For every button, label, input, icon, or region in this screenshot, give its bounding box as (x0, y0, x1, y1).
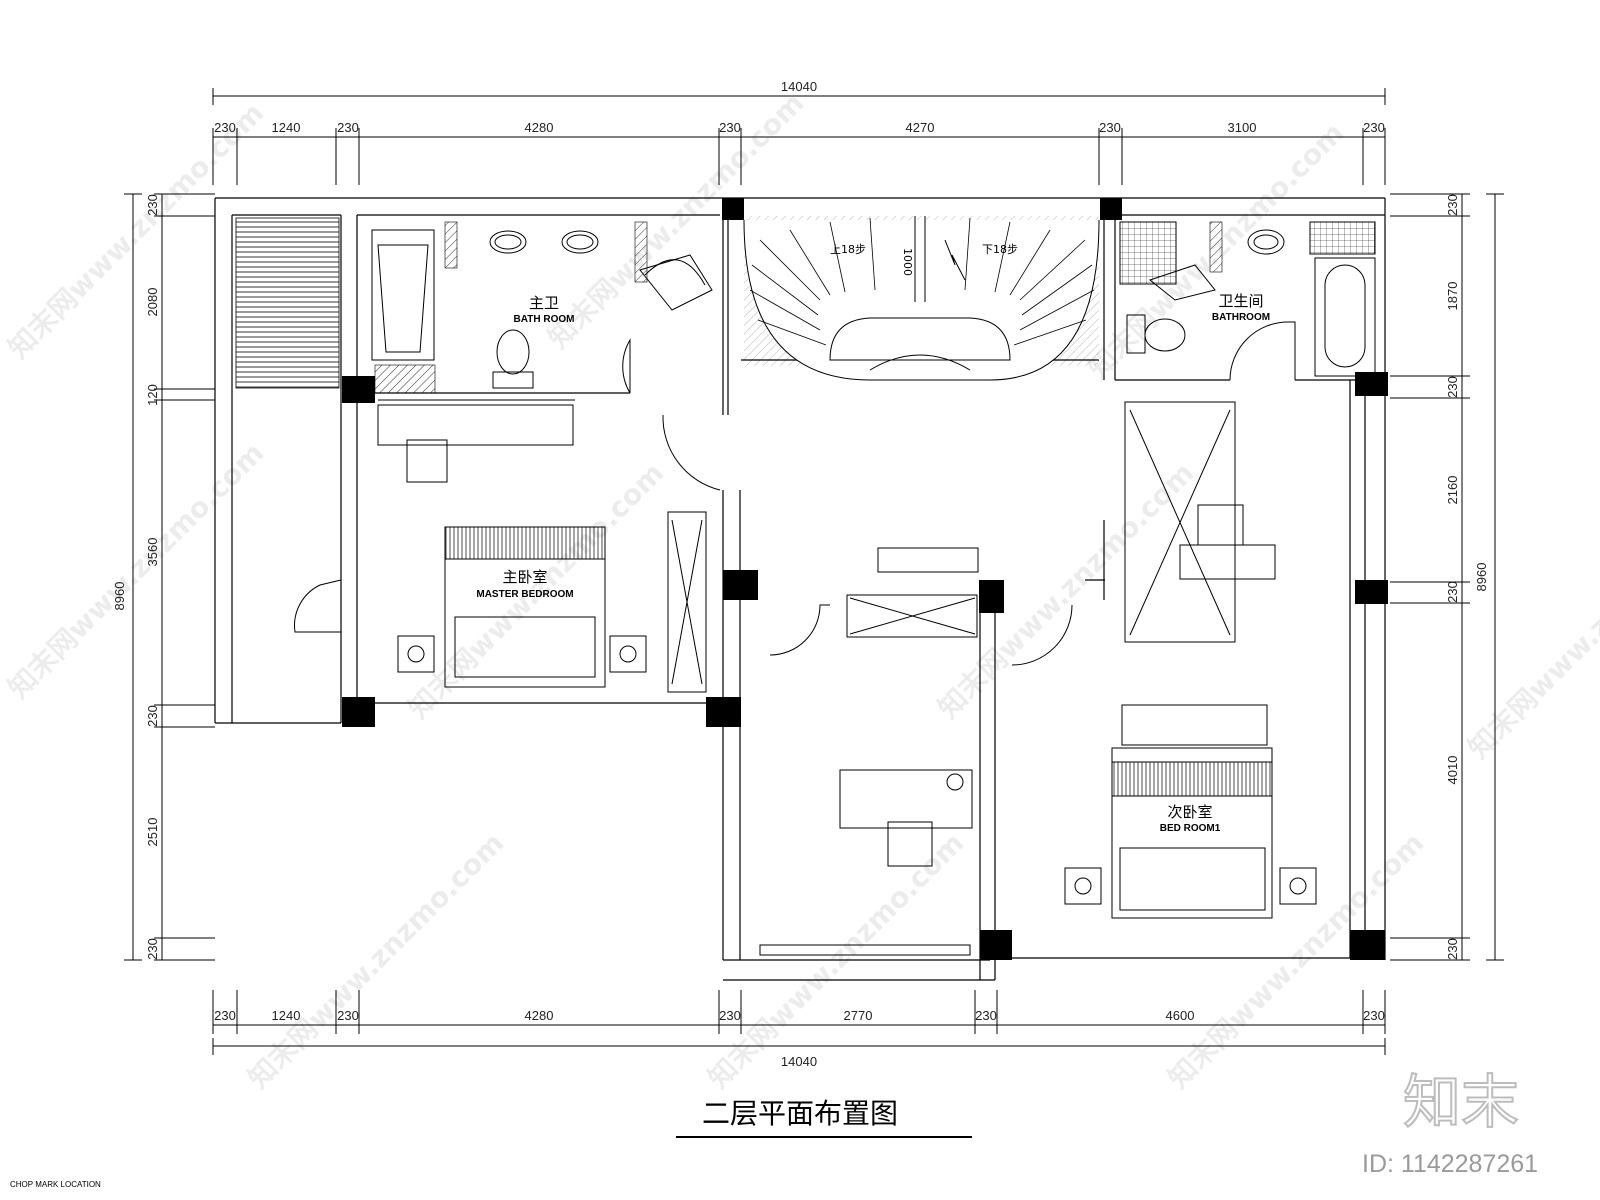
dimensions-left_segments-5: 2510 (145, 818, 160, 847)
stairs-down: 下18步 (982, 243, 1018, 256)
dimensions-right_segments-5: 4010 (1445, 756, 1460, 785)
watermark_text: 知末网www.znzmo.com (2, 436, 271, 705)
stair-labels: 上18步 下18步 1000 (830, 243, 1018, 276)
dimensions-right_segments-2: 230 (1445, 376, 1460, 398)
chop-mark-label: CHOP MARK LOCATION (10, 1180, 101, 1189)
dimensions-bottom_segments-8: 230 (1363, 1008, 1385, 1023)
watermark_text: 知末网www.znzmo.com (1162, 826, 1431, 1095)
dimensions-right_segments-0: 230 (1445, 194, 1460, 216)
left-total-dimension: 8960 (112, 582, 127, 611)
master-bedroom-furniture (294, 414, 721, 693)
dimensions-left_segments-4: 230 (145, 705, 160, 727)
dimensions-bottom_segments-2: 230 (337, 1008, 359, 1023)
master-bedroom-label: 主卧室 MASTER BEDROOM (476, 568, 573, 600)
logo-id: ID: 1142287261 (1362, 1150, 1538, 1178)
dimensions-top_segments-7: 3100 (1228, 120, 1257, 135)
right-total-dimension: 8960 (1474, 563, 1489, 592)
rooms-master_bath-en: BATH ROOM (514, 314, 575, 325)
dimensions-top_segments-2: 230 (337, 120, 359, 135)
watermark_text: 知末网www.znzmo.com (1462, 496, 1600, 765)
rooms-master_bedroom-cn: 主卧室 (502, 568, 547, 586)
dimensions-right_segments-6: 230 (1445, 938, 1460, 960)
study-furniture (759, 547, 979, 956)
dimensions-left_segments-6: 230 (145, 938, 160, 960)
dimensions-top_segments-1: 1240 (272, 120, 301, 135)
dimensions-bottom_segments-6: 230 (975, 1008, 997, 1023)
dimensions-right_segments-3: 2160 (1445, 476, 1460, 505)
brand-logo: 知末 (1403, 1068, 1519, 1136)
dimensions-bottom_segments-3: 4280 (525, 1008, 554, 1023)
dimensions-top_segments-5: 4270 (906, 120, 935, 135)
dimensions-bottom_segments-7: 4600 (1166, 1008, 1195, 1023)
balcony-slats (235, 217, 340, 389)
bathroom-label: 卫生间 BATHROOM (1212, 292, 1270, 323)
dimensions-left_segments-2: 120 (145, 384, 160, 406)
right-dimensions: 8960 230 1870 230 2160 230 4010 230 (1390, 193, 1504, 961)
dimensions-bottom_segments-0: 230 (214, 1008, 236, 1023)
dimensions-right_segments-4: 230 (1445, 581, 1460, 603)
rooms-bathroom-cn: 卫生间 (1218, 292, 1263, 310)
master-bath-label: 主卫 BATH ROOM (514, 294, 575, 325)
bedroom1-label: 次卧室 BED ROOM1 (1160, 803, 1221, 834)
bedroom1-furniture (1011, 401, 1317, 919)
structural-columns (342, 198, 1388, 960)
dimensions-top_segments-0: 230 (214, 120, 236, 135)
rooms-bathroom-en: BATHROOM (1212, 312, 1270, 323)
dimensions-bottom_segments-5: 2770 (844, 1008, 873, 1023)
dimensions-left_segments-3: 3560 (145, 538, 160, 567)
dimensions-bottom_segments-1: 1240 (272, 1008, 301, 1023)
dimensions-top_segments-6: 230 (1099, 120, 1121, 135)
watermark_text: 知末网www.znzmo.com (932, 456, 1201, 725)
rooms-bedroom1-en: BED ROOM1 (1160, 823, 1221, 834)
top-total-dimension: 14040 (781, 79, 817, 94)
dimensions-left_segments-1: 2080 (145, 288, 160, 317)
dimensions-bottom_segments-4: 230 (719, 1008, 741, 1023)
staircase (743, 216, 1100, 381)
rooms-master_bath-cn: 主卫 (529, 294, 559, 312)
watermark_text: 知末网www.znzmo.com (242, 826, 511, 1095)
rooms-bedroom1-cn: 次卧室 (1167, 803, 1212, 821)
stairs-width: 1000 (901, 248, 914, 276)
drawing-title: 二层平面布置图 (702, 1097, 898, 1130)
left-dimensions: 8960 230 2080 120 3560 230 2510 230 (112, 193, 215, 961)
bottom-total-dimension: 14040 (781, 1054, 817, 1069)
dimensions-top_segments-4: 230 (719, 120, 741, 135)
bottom-dimensions: 14040 230 1240 230 4280 230 2770 230 460… (212, 990, 1386, 1069)
top-dimensions: 14040 230 1240 230 4280 230 4270 230 310… (212, 79, 1386, 185)
dimensions-left_segments-0: 230 (145, 194, 160, 216)
stairs-up: 上18步 (830, 243, 866, 256)
dimensions-right_segments-1: 1870 (1445, 282, 1460, 311)
master-bath-fixtures (371, 221, 713, 483)
walls (214, 197, 1386, 981)
rooms-master_bedroom-en: MASTER BEDROOM (476, 589, 573, 600)
dimensions-top_segments-3: 4280 (525, 120, 554, 135)
dimensions-top_segments-8: 230 (1363, 120, 1385, 135)
bathroom-fixtures (1119, 221, 1376, 381)
